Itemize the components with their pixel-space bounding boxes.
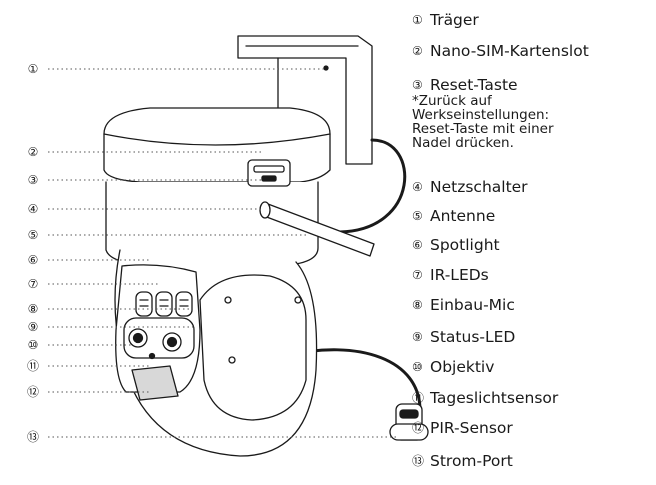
power-cable	[308, 138, 407, 238]
legend-item-7: ⑦ IR-LEDs	[412, 266, 489, 284]
top-housing-part	[103, 107, 331, 265]
legend-number-3: ③	[412, 78, 423, 92]
legend-item-13: ⑬ Strom-Port	[412, 452, 513, 470]
marker-1: ①	[27, 62, 39, 76]
legend-number-1: ①	[412, 13, 423, 27]
legend-number-4: ④	[412, 180, 423, 194]
sim-slot-part	[247, 159, 291, 187]
legend-item-10: ⑩ Objektiv	[412, 358, 494, 376]
marker-8: ⑧	[27, 302, 39, 316]
marker-7: ⑦	[27, 277, 39, 291]
legend-number-5: ⑤	[412, 209, 423, 223]
legend-label-6: Spotlight	[430, 236, 500, 254]
legend-item-1: ① Träger	[412, 11, 479, 29]
legend-item-4: ④ Netzschalter	[412, 178, 528, 196]
marker-6: ⑥	[27, 253, 39, 267]
legend-label-2: Nano-SIM-Kartenslot	[430, 42, 589, 60]
marker-9: ⑨	[27, 320, 39, 334]
legend-number-13: ⑬	[412, 454, 425, 468]
marker-13: ⑬	[26, 430, 39, 444]
parts-legend: ① Träger ② Nano-SIM-Kartenslot ③ Reset-Tast…	[412, 0, 656, 485]
legend-label-5: Antenne	[430, 207, 496, 225]
legend-number-12: ⑫	[412, 421, 425, 435]
reset-note-line-4: Nadel drücken.	[412, 135, 514, 151]
legend-number-6: ⑥	[412, 238, 423, 252]
legend-number-10: ⑩	[412, 360, 423, 374]
legend-item-11: ⑪ Tageslichtsensor	[412, 389, 558, 407]
legend-label-7: IR-LEDs	[430, 266, 489, 284]
legend-item-2: ② Nano-SIM-Kartenslot	[412, 42, 589, 60]
legend-item-8: ⑧ Einbau-Mic	[412, 296, 515, 314]
reset-note-line-3: Reset-Taste mit einer	[412, 121, 554, 137]
power-port-part	[389, 403, 429, 441]
reset-note: *Zurück auf Werkseinstellungen: Reset-Ta…	[412, 94, 554, 150]
legend-number-7: ⑦	[412, 268, 423, 282]
legend-label-4: Netzschalter	[430, 178, 528, 196]
front-face-part	[115, 264, 201, 401]
legend-label-13: Strom-Port	[430, 452, 513, 470]
marker-5: ⑤	[27, 228, 39, 242]
legend-item-5: ⑤ Antenne	[412, 207, 495, 225]
camera-illustration	[103, 35, 429, 457]
marker-3: ③	[27, 173, 39, 187]
legend-number-9: ⑨	[412, 330, 423, 344]
legend-label-3: Reset-Taste	[430, 76, 518, 94]
marker-11: ⑪	[26, 359, 39, 373]
reset-note-line-2: Werkseinstellungen:	[412, 107, 550, 123]
legend-label-9: Status-LED	[430, 328, 516, 346]
marker-10: ⑩	[27, 338, 39, 352]
legend-label-1: Träger	[430, 11, 479, 29]
antenna-part	[259, 201, 375, 257]
legend-label-11: Tageslichtsensor	[430, 389, 559, 407]
legend-item-12: ⑫ PIR-Sensor	[412, 419, 513, 437]
legend-number-2: ②	[412, 44, 423, 58]
legend-item-9: ⑨ Status-LED	[412, 328, 515, 346]
legend-item-3: ③ Reset-Taste	[412, 76, 518, 94]
marker-12: ⑫	[26, 385, 39, 399]
marker-4: ④	[27, 202, 39, 216]
reset-note-line-1: *Zurück auf	[412, 93, 492, 109]
leader-lines	[48, 68, 396, 438]
bracket-part	[237, 35, 373, 165]
legend-label-10: Objektiv	[430, 358, 495, 376]
marker-2: ②	[27, 145, 39, 159]
legend-label-8: Einbau-Mic	[430, 296, 515, 314]
legend-number-8: ⑧	[412, 298, 423, 312]
legend-item-6: ⑥ Spotlight	[412, 236, 500, 254]
legend-number-11: ⑪	[412, 391, 425, 405]
legend-label-12: PIR-Sensor	[430, 419, 513, 437]
